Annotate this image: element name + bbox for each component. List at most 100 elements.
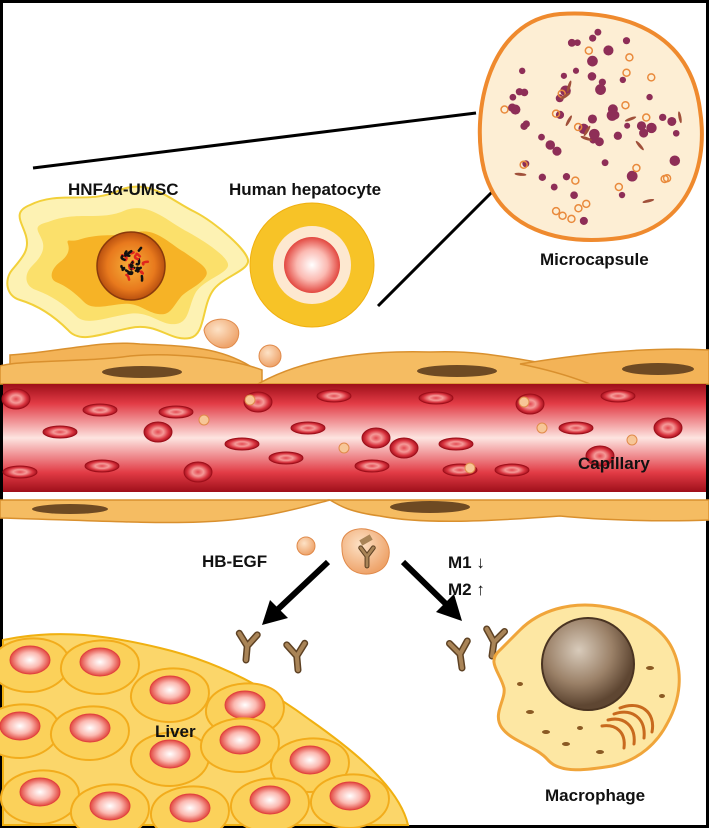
umsc-cell xyxy=(6,185,249,340)
red-blood-cell xyxy=(361,427,391,449)
zoom-line-top xyxy=(32,111,477,170)
label-umsc: HNF4α-UMSC xyxy=(68,180,179,199)
capsule-ring xyxy=(573,122,583,132)
label-m1: M1 ↓ xyxy=(448,553,485,572)
red-blood-cell xyxy=(438,437,474,451)
zoom-line-bottom xyxy=(376,186,498,308)
capsule-dot xyxy=(667,116,677,127)
hepatocyte-nucleus xyxy=(249,785,291,815)
red-blood-cell xyxy=(494,463,530,477)
red-blood-cell xyxy=(354,459,390,473)
label-m2: M2 ↑ xyxy=(448,580,485,599)
microcapsule-particles xyxy=(500,28,682,225)
chromatin-strand xyxy=(139,270,145,275)
label-liver: Liver xyxy=(155,722,196,741)
capsule-dot xyxy=(587,55,598,67)
exosome-vesicle xyxy=(296,528,390,575)
red-blood-cell xyxy=(389,437,419,459)
label-hb-egf: HB-EGF xyxy=(202,552,267,571)
hepatocyte-nucleus xyxy=(69,713,111,743)
red-blood-cell xyxy=(224,437,260,451)
red-blood-cell xyxy=(268,451,304,465)
chromatin-strand xyxy=(129,263,134,269)
capsule-dot xyxy=(595,84,606,95)
capsule-dot xyxy=(520,88,529,97)
capsule-dot xyxy=(562,173,571,181)
red-blood-cell xyxy=(290,421,326,435)
macrophage-cell xyxy=(492,603,681,772)
capsule-dot xyxy=(509,93,517,101)
capsule-ring xyxy=(621,100,630,110)
red-blood-cells xyxy=(1,388,683,483)
plasma-vesicle xyxy=(198,414,210,426)
capsule-dot xyxy=(669,155,681,166)
capsule-ring xyxy=(551,109,561,118)
capsule-dot xyxy=(594,28,602,36)
capsule-dot xyxy=(567,38,576,47)
red-blood-cell xyxy=(1,388,31,410)
endothelium-bottom xyxy=(0,499,709,524)
red-blood-cell xyxy=(82,403,118,417)
label-hepatocyte: Human hepatocyte xyxy=(229,180,381,199)
capsule-dot xyxy=(579,216,588,225)
label-microcapsule: Microcapsule xyxy=(540,250,649,269)
capsule-dot xyxy=(560,72,568,79)
capsule-fiber xyxy=(514,172,527,176)
capsule-fiber xyxy=(580,136,592,141)
chromatin-strand xyxy=(133,254,140,261)
hepatocyte-nucleus xyxy=(79,647,121,677)
chromatin-strand xyxy=(136,266,140,273)
capsule-dot xyxy=(587,72,597,81)
plasma-vesicle xyxy=(244,394,256,406)
capsule-dot xyxy=(619,76,627,84)
plasma-vesicle xyxy=(536,422,548,434)
hepatocyte-cell xyxy=(249,202,375,328)
label-capillary: Capillary xyxy=(578,454,650,473)
hepatocyte-nucleus xyxy=(149,739,191,769)
capsule-dot xyxy=(538,173,547,181)
hepatocyte-nucleus xyxy=(9,645,51,675)
capsule-ring xyxy=(558,211,567,220)
capsule-ring xyxy=(571,176,580,185)
capsule-ring xyxy=(622,68,631,77)
capsule-dot xyxy=(538,133,545,141)
chromatin-strand xyxy=(135,257,141,266)
red-blood-cell xyxy=(653,417,683,439)
plasma-vesicle xyxy=(626,434,638,446)
capsule-dot xyxy=(636,121,647,131)
liver-tissue xyxy=(0,633,410,828)
capsule-dot xyxy=(550,183,558,191)
chromatin-strand xyxy=(135,252,142,258)
secreted-vesicles-top xyxy=(203,318,282,368)
hepatocyte-nucleus xyxy=(169,793,211,823)
hepatocyte-nucleus xyxy=(289,745,331,775)
capsule-dot xyxy=(598,78,606,86)
chromatin-strand xyxy=(124,249,133,257)
hepatocyte-nucleus xyxy=(0,711,41,741)
red-blood-cell xyxy=(316,389,352,403)
capsule-dot xyxy=(555,94,564,103)
hepatocyte-nucleus xyxy=(149,675,191,705)
endothelium-top xyxy=(0,342,709,385)
capsule-dot xyxy=(594,137,604,147)
red-blood-cell xyxy=(158,405,194,419)
red-blood-cell xyxy=(418,391,454,405)
capsule-dot xyxy=(589,34,597,42)
capsule-dot xyxy=(510,104,521,115)
capsule-dot xyxy=(646,93,653,101)
red-blood-cell xyxy=(42,425,78,439)
capsule-dot xyxy=(646,122,657,134)
capsule-ring xyxy=(642,113,651,122)
capsule-ring xyxy=(614,182,624,192)
capsule-dot xyxy=(587,114,597,124)
capsule-fiber xyxy=(560,92,571,100)
hepatocyte-nucleus xyxy=(89,791,131,821)
capsule-dot xyxy=(659,113,667,122)
capsule-dot xyxy=(588,128,600,140)
capsule-fiber xyxy=(565,115,572,127)
hepatocyte-nucleus xyxy=(19,777,61,807)
chromatin-strand xyxy=(120,264,126,270)
capsule-dot xyxy=(613,131,623,140)
